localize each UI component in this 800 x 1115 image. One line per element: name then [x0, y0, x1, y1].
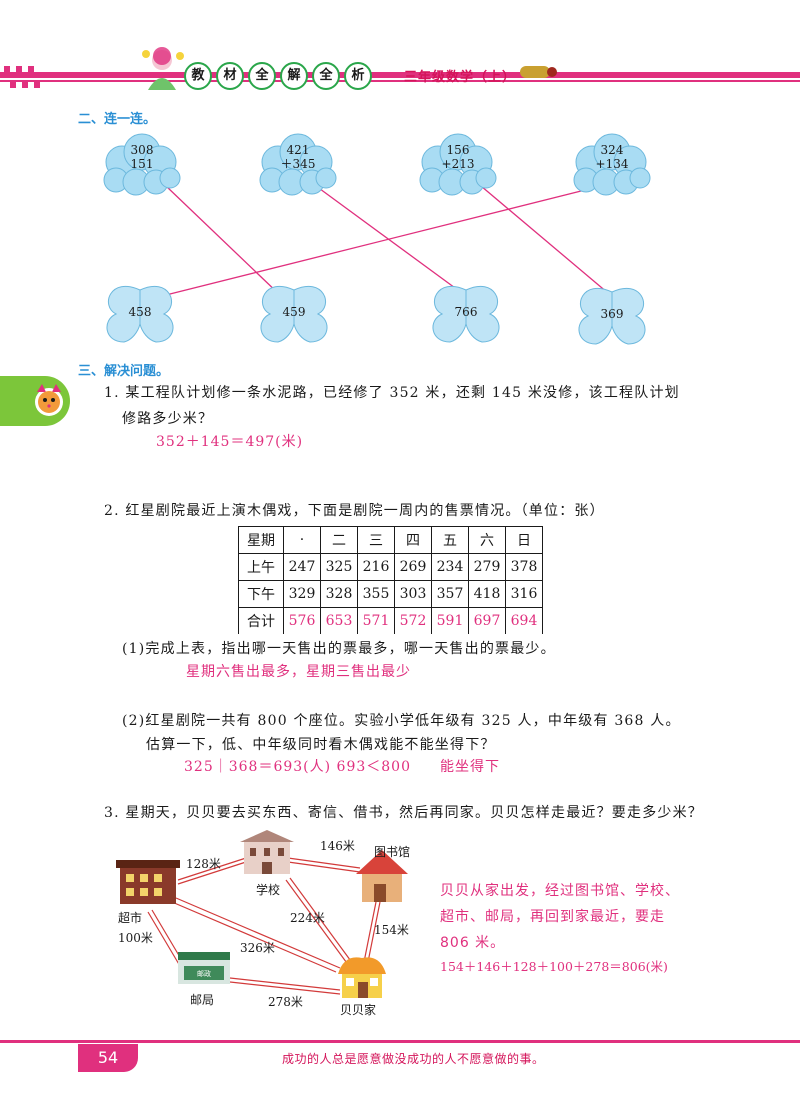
- table-cell: 591: [431, 607, 469, 634]
- header-badge: 析: [344, 62, 372, 90]
- cloud-4-bottom: +134: [596, 157, 629, 171]
- table-cell: 星期: [238, 526, 284, 554]
- table-cell: 247: [283, 553, 321, 581]
- route-map: 邮政 超市 学校 图书馆 邮局 贝贝家 128米 146米 224米 154米 …: [116, 830, 410, 1017]
- table-cell: 697: [468, 607, 506, 634]
- post-office-sign: 邮政: [197, 969, 211, 978]
- table-cell: 日: [505, 526, 543, 554]
- footer-rule: [0, 1040, 800, 1043]
- butterfly-4-number: 369: [601, 307, 624, 321]
- section3-title: 三、解决问题。: [78, 364, 170, 379]
- label-library: 图书馆: [374, 844, 410, 859]
- q2-intro: 2. 红星剧院最近上演木偶戏，下面是剧院一周内的售票情况。（单位：张）: [104, 503, 605, 519]
- school-building-icon: [240, 830, 294, 874]
- matching-exercise: 308 151 421 ＋345 156 +213 324 +134 458 4…: [103, 133, 651, 345]
- ticket-sales-table: 星期 · 二 三 四 五 六 日 上午 247 325 216 269 234 …: [238, 526, 543, 634]
- q1-text-line2: 修路多少米？: [122, 411, 214, 427]
- cloud-4-top: 324: [601, 143, 624, 157]
- label-post-office: 邮局: [190, 993, 214, 1007]
- cloud-3-bottom: +213: [442, 157, 475, 171]
- cloud-2-bottom: ＋345: [281, 157, 316, 171]
- dist-post-home: 278米: [268, 995, 303, 1009]
- table-cell: 四: [394, 526, 432, 554]
- table-cell: 325: [320, 553, 358, 581]
- table-cell: ·: [283, 526, 321, 554]
- table-cell: 上午: [238, 553, 284, 581]
- q2-sub2-answer-calc: 325｜368＝693(人) 693＜800: [184, 759, 411, 775]
- q2-sub2-text-line2: 估算一下，低、中年级同时看木偶戏能不能坐得下？: [146, 737, 496, 753]
- table-cell: 571: [357, 607, 395, 634]
- q2-sub2-answer-text: 能坐得下: [440, 759, 500, 775]
- label-school: 学校: [256, 882, 280, 897]
- label-home: 贝贝家: [340, 1002, 376, 1017]
- table-cell: 694: [505, 607, 543, 634]
- butterfly-1-number: 458: [129, 305, 152, 319]
- q3-answer-line2: 超市、邮局，再回到家最近，要走: [440, 909, 665, 925]
- q2-sub2-text-line1: (2)红星剧院一共有 800 个座位。实验小学低年级有 325 人，中年级有 3…: [122, 713, 681, 729]
- header-band: [0, 66, 800, 88]
- table-cell: 357: [431, 580, 469, 608]
- q2-sub1-text: (1)完成上表，指出哪一天售出的票最多，哪一天售出的票最少。: [122, 641, 556, 657]
- q1-answer: 352＋145＝497(米): [156, 434, 304, 450]
- table-cell: 216: [357, 553, 395, 581]
- q2-sub1-answer: 星期六售出最多，星期三售出最少: [186, 664, 411, 680]
- table-cell: 269: [394, 553, 432, 581]
- q3-text: 3. 星期天，贝贝要去买东西、寄信、借书，然后再同家。贝贝怎样走最近？要走多少米…: [104, 805, 704, 821]
- dist-market-school: 128米: [186, 857, 221, 871]
- post-office-building-icon: 邮政: [178, 952, 230, 984]
- butterfly-2-number: 459: [283, 305, 306, 319]
- header-badge: 解: [280, 62, 308, 90]
- table-header-row: 星期 · 二 三 四 五 六 日: [238, 526, 543, 554]
- footer-motto: 成功的人总是愿意做没成功的人不愿意做的事。: [282, 1052, 545, 1066]
- fairy-girl-mascot: [142, 47, 184, 90]
- section2-title: 二、连一连。: [78, 112, 157, 127]
- table-cell: 合计: [238, 607, 284, 634]
- table-cell: 五: [431, 526, 469, 554]
- table-cell: 下午: [238, 580, 284, 608]
- header-badge: 教: [184, 62, 212, 90]
- table-cell: 279: [468, 553, 506, 581]
- cloud-2-top: 421: [287, 143, 310, 157]
- table-cell: 328: [320, 580, 358, 608]
- page-number: 54: [78, 1044, 138, 1072]
- table-cell: 六: [468, 526, 506, 554]
- table-cell: 303: [394, 580, 432, 608]
- q3-answer-calculation: 154＋146＋128＋100＋278＝806(米): [440, 959, 668, 974]
- cloud-1-top: 308: [131, 143, 154, 157]
- header-badge: 材: [216, 62, 244, 90]
- table-row: 下午 329 328 355 303 357 418 316: [238, 580, 543, 608]
- table-cell: 576: [283, 607, 321, 634]
- library-building-icon: [356, 850, 408, 902]
- dist-school-home: 224米: [290, 911, 325, 925]
- table-cell: 378: [505, 553, 543, 581]
- table-cell: 三: [357, 526, 395, 554]
- table-cell: 234: [431, 553, 469, 581]
- cloud-1-bottom: 151: [131, 157, 154, 171]
- table-cell: 316: [505, 580, 543, 608]
- table-cell: 653: [320, 607, 358, 634]
- fox-mascot-icon: [35, 384, 63, 416]
- dist-school-library: 146米: [320, 839, 355, 853]
- butterfly-3-number: 766: [455, 305, 478, 319]
- table-cell: 329: [283, 580, 321, 608]
- dist-market-home: 326米: [240, 941, 275, 955]
- table-cell: 355: [357, 580, 395, 608]
- q3-answer-line1: 贝贝从家出发，经过图书馆、学校、: [440, 883, 680, 899]
- book-subject: 三年级数学（上）: [404, 70, 517, 85]
- home-building-icon: [338, 957, 386, 998]
- label-supermarket: 超市: [118, 910, 142, 925]
- header-badge: 全: [248, 62, 276, 90]
- table-totals-row: 合计 576 653 571 572 591 697 694: [238, 607, 543, 634]
- table-row: 上午 247 325 216 269 234 279 378: [238, 553, 543, 581]
- table-cell: 二: [320, 526, 358, 554]
- q3-answer-line3: 806 米。: [440, 935, 506, 951]
- dist-market-post: 100米: [118, 931, 153, 945]
- table-cell: 418: [468, 580, 506, 608]
- table-cell: 572: [394, 607, 432, 634]
- supermarket-building-icon: [116, 860, 180, 904]
- q1-text-line1: 1. 某工程队计划修一条水泥路，已经修了 352 米，还剩 145 米没修，该工…: [104, 385, 680, 401]
- header-badge: 全: [312, 62, 340, 90]
- cloud-3-top: 156: [447, 143, 470, 157]
- dist-library-home: 154米: [374, 923, 409, 937]
